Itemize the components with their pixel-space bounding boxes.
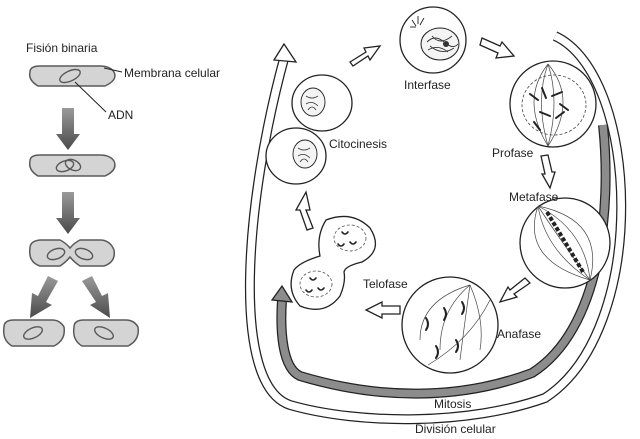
centrosome-icon xyxy=(410,16,425,28)
cytokinesis-cell-top xyxy=(291,74,353,132)
down-left-arrow xyxy=(30,276,58,318)
mitosis-label: Mitosis xyxy=(434,397,472,411)
prophase-label: Profase xyxy=(492,146,534,160)
cytokinesis-cell-bottom xyxy=(265,127,327,185)
down-arrow-1 xyxy=(56,108,80,150)
mitosis-arrowhead xyxy=(270,284,294,303)
telophase-label: Telofase xyxy=(363,277,408,291)
interphase-cell xyxy=(399,6,467,74)
arrow-cytokinesis-to-interphase xyxy=(349,45,382,67)
arrow-anaphase-to-telophase xyxy=(364,300,401,320)
membrane-pointer xyxy=(103,67,123,73)
prophase-cell xyxy=(509,60,597,148)
dna-pointer xyxy=(74,81,107,113)
down-arrow-2 xyxy=(56,192,80,234)
down-right-arrow xyxy=(82,276,110,318)
cell-division-band xyxy=(245,31,627,425)
dna-label: ADN xyxy=(108,108,134,122)
daughter-cell-left xyxy=(2,319,66,347)
arrow-telophase-to-cytokinesis xyxy=(294,190,314,231)
metaphase-cell xyxy=(519,197,611,289)
membrane-label: Membrana celular xyxy=(124,66,221,80)
binary-fission-title: Fisión binaria xyxy=(26,41,98,55)
arrow-prophase-to-metaphase xyxy=(540,154,556,190)
cytokinesis-label: Citocinesis xyxy=(329,137,388,151)
bacterium-cell-2 xyxy=(28,154,116,177)
binary-fission-panel xyxy=(2,65,140,347)
bacterium-cell-1 xyxy=(28,65,116,87)
anaphase-label: Anafase xyxy=(497,327,542,341)
cell-division-label: División celular xyxy=(415,422,496,436)
interphase-label: Interfase xyxy=(404,78,451,92)
telophase-cell xyxy=(290,215,377,310)
daughter-cell-right xyxy=(72,319,140,347)
anaphase-cell xyxy=(401,276,499,374)
bacterium-dividing xyxy=(28,239,116,267)
arrow-metaphase-to-anaphase xyxy=(498,277,532,304)
cell-division-arrowhead xyxy=(272,42,298,63)
arrow-interphase-to-prophase xyxy=(479,37,516,59)
metaphase-label: Metafase xyxy=(509,190,559,204)
